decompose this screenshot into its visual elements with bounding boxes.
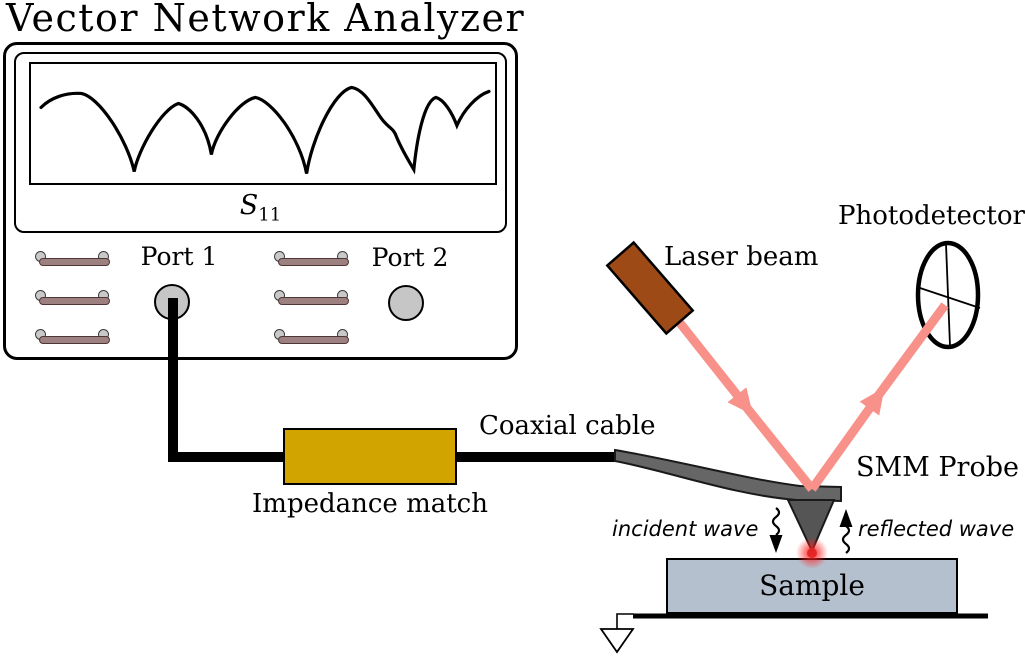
- diagram-title: Vector Network Analyzer: [6, 0, 526, 40]
- s11-label: S11: [16, 190, 505, 225]
- vna-button: [273, 251, 351, 268]
- smm-probe-label: SMM Probe: [856, 452, 1019, 483]
- incident-wave-arrow-icon: [769, 507, 783, 553]
- vna-button: [34, 329, 112, 346]
- port1-connector: [154, 284, 190, 320]
- incident-wave-label: incident wave: [612, 517, 759, 541]
- cantilever-shape: [614, 448, 842, 503]
- s11-label-base: S: [239, 190, 259, 221]
- impedance-match-label: Impedance match: [252, 489, 488, 519]
- vna-screen: [29, 62, 497, 185]
- probe-tip: [786, 499, 836, 554]
- s11-label-sub: 11: [258, 204, 282, 226]
- reflected-laser-beam-end: [871, 302, 949, 403]
- ground-symbol-icon: [599, 628, 635, 654]
- vna-button: [34, 251, 112, 268]
- impedance-match-box: [283, 428, 457, 485]
- coax-cable-label: Coaxial cable: [479, 411, 656, 441]
- reflected-wave-arrow-icon: [839, 509, 853, 554]
- button-bar: [278, 258, 349, 266]
- vna-button: [273, 290, 351, 307]
- button-bar: [278, 336, 349, 344]
- button-bar: [39, 258, 110, 266]
- reflected-wave-label: reflected wave: [858, 517, 1015, 541]
- tip-glow-core: [807, 548, 817, 558]
- photodetector-icon: [915, 240, 981, 350]
- sample-box: Sample: [666, 558, 958, 614]
- vna-button: [273, 329, 351, 346]
- port1-label: Port 1: [140, 242, 218, 271]
- sample-label: Sample: [759, 569, 865, 602]
- vna-chassis: S11 Port 1 Port 2: [3, 42, 518, 360]
- button-bar: [278, 297, 349, 305]
- laser-beam-label: Laser beam: [664, 242, 819, 272]
- port2-label: Port 2: [371, 243, 449, 272]
- s11-curve: [39, 85, 491, 175]
- ground-wire: [616, 613, 634, 629]
- photodetector-cross-vertical: [945, 243, 951, 347]
- s11-trace-plot: [39, 85, 491, 175]
- vna-display-panel: S11: [14, 52, 507, 233]
- incident-laser-beam-end: [739, 400, 816, 492]
- photodetector-cross-horizontal: [916, 286, 981, 309]
- button-bar: [39, 336, 110, 344]
- photodetector-label: Photodetector: [838, 201, 1025, 231]
- button-bar: [39, 297, 110, 305]
- incident-laser-beam: [672, 315, 754, 416]
- port2-connector: [388, 285, 424, 321]
- vna-button: [34, 290, 112, 307]
